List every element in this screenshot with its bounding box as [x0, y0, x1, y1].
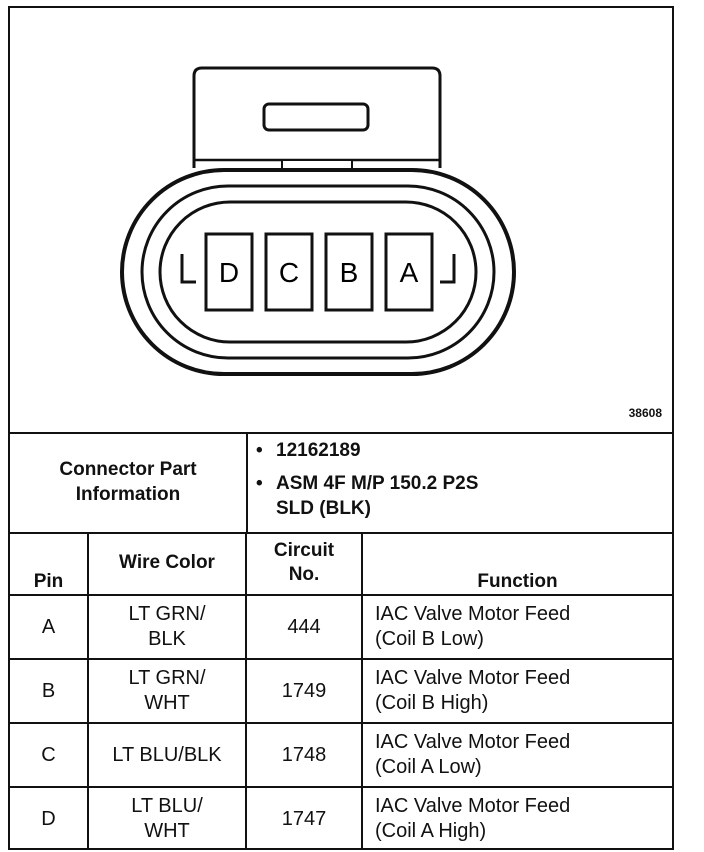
- table-header-row: Pin Wire Color Circuit No. Function: [10, 532, 672, 596]
- bullet-icon: •: [256, 473, 263, 494]
- function-cell: IAC Valve Motor Feed (Coil B Low): [361, 594, 672, 660]
- part-number-item: • 12162189: [248, 438, 668, 463]
- table-row: A LT GRN/ BLK 444 IAC Valve Motor Feed (…: [10, 594, 672, 660]
- pin-cell: C: [10, 722, 89, 788]
- assembly-item: • ASM 4F M/P 150.2 P2S SLD (BLK): [248, 471, 668, 521]
- function-cell: IAC Valve Motor Feed (Coil A Low): [361, 722, 672, 788]
- header-function: Function: [361, 532, 672, 596]
- cavity-d: D: [204, 232, 254, 312]
- assembly-line1: ASM 4F M/P 150.2 P2S: [276, 473, 479, 494]
- latch-slot: [262, 102, 370, 132]
- pin-cell: B: [10, 658, 89, 724]
- connector-housing-mid: [140, 184, 496, 360]
- header-pin: Pin: [10, 532, 89, 596]
- connector-part-info: Connector Part Information • 12162189 • …: [10, 432, 672, 534]
- table-row: C LT BLU/BLK 1748 IAC Valve Motor Feed (…: [10, 722, 672, 788]
- assembly-line2: SLD (BLK): [276, 498, 371, 519]
- function-cell: IAC Valve Motor Feed (Coil A High): [361, 786, 672, 850]
- bullet-icon: •: [256, 440, 263, 461]
- connector-illustration: D C B A: [120, 66, 516, 376]
- table-row: D LT BLU/ WHT 1747 IAC Valve Motor Feed …: [10, 786, 672, 850]
- circuit-cell: 1748: [245, 722, 363, 788]
- circuit-cell: 1747: [245, 786, 363, 850]
- connector-housing-outer: [120, 168, 516, 376]
- wire-color-cell: LT GRN/ WHT: [87, 658, 247, 724]
- circuit-cell: 1749: [245, 658, 363, 724]
- cavity-d-label: D: [219, 257, 239, 288]
- connector-latch: [192, 66, 442, 168]
- pinout-table: Pin Wire Color Circuit No. Function A LT…: [10, 532, 672, 850]
- connector-document: D C B A 38608 Connector Part Information: [8, 6, 674, 850]
- pin-cell: D: [10, 786, 89, 850]
- cavity-c: C: [264, 232, 314, 312]
- cavity-c-label: C: [279, 257, 299, 288]
- header-circuit-no: Circuit No.: [245, 532, 363, 596]
- wire-color-cell: LT GRN/ BLK: [87, 594, 247, 660]
- info-label-line1: Connector Part: [59, 459, 197, 480]
- cavity-a-label: A: [400, 257, 419, 288]
- wire-color-cell: LT BLU/BLK: [87, 722, 247, 788]
- cavity-a: A: [384, 232, 434, 312]
- connector-drawing: D C B A 38608: [10, 8, 672, 434]
- cavity-b-label: B: [340, 257, 359, 288]
- connector-housing-inner: [158, 200, 478, 344]
- wire-color-cell: LT BLU/ WHT: [87, 786, 247, 850]
- part-number: 12162189: [276, 440, 361, 461]
- info-label-line2: Information: [75, 484, 181, 505]
- cavity-b: B: [324, 232, 374, 312]
- function-cell: IAC Valve Motor Feed (Coil B High): [361, 658, 672, 724]
- table-row: B LT GRN/ WHT 1749 IAC Valve Motor Feed …: [10, 658, 672, 724]
- connector-part-info-list: • 12162189 • ASM 4F M/P 150.2 P2S SLD (B…: [248, 438, 668, 521]
- figure-number: 38608: [628, 406, 662, 420]
- circuit-cell: 444: [245, 594, 363, 660]
- header-wire-color: Wire Color: [87, 532, 247, 596]
- pin-cell: A: [10, 594, 89, 660]
- connector-part-info-label: Connector Part Information: [10, 432, 248, 532]
